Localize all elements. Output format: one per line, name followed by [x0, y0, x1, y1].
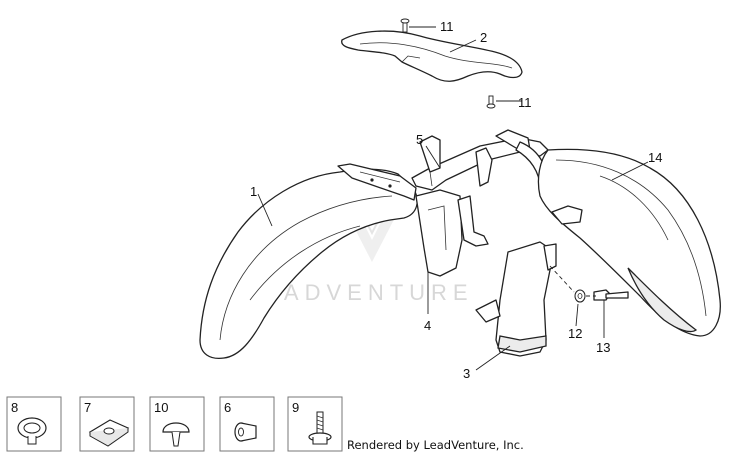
- part-11-screw-top[interactable]: [400, 18, 410, 33]
- inset-9-number: 9: [292, 400, 299, 415]
- inset-6-plug[interactable]: 6: [219, 396, 275, 452]
- inset-7-number: 7: [84, 400, 91, 415]
- part-2-upper-cover[interactable]: [341, 30, 523, 82]
- callout-4: 4: [424, 318, 431, 333]
- part-12-washer[interactable]: [574, 289, 586, 303]
- inset-8-number: 8: [11, 400, 18, 415]
- inset-10-push-rivet[interactable]: 10: [149, 396, 205, 452]
- callout-11-bottom: 11: [518, 95, 532, 110]
- inset-9-flange-screw[interactable]: 9: [287, 396, 343, 452]
- inset-7-clip-nut[interactable]: 7: [79, 396, 135, 452]
- part-4-inner-liner[interactable]: [415, 189, 489, 277]
- callout-2: 2: [480, 30, 487, 45]
- part-11-screw-bottom[interactable]: [486, 95, 496, 109]
- callout-5: 5: [416, 132, 423, 147]
- part-1-front-fender[interactable]: [199, 163, 418, 360]
- inset-10-number: 10: [154, 400, 168, 415]
- part-14-fender-half[interactable]: [537, 148, 721, 337]
- callout-1: 1: [250, 184, 257, 199]
- part-5-bracket[interactable]: [411, 129, 549, 191]
- inset-8-grommet[interactable]: 8: [6, 396, 62, 452]
- callout-14: 14: [648, 150, 662, 165]
- inset-6-number: 6: [224, 400, 231, 415]
- part-3-lower-guard[interactable]: [475, 241, 557, 357]
- callout-3: 3: [463, 366, 470, 381]
- part-13-bolt[interactable]: [593, 289, 629, 301]
- callout-12: 12: [568, 326, 582, 341]
- leader-lines: [257, 26, 649, 371]
- credit-text: Rendered by LeadVenture, Inc.: [347, 438, 524, 452]
- callout-13: 13: [596, 340, 610, 355]
- callout-11-top: 11: [440, 19, 454, 34]
